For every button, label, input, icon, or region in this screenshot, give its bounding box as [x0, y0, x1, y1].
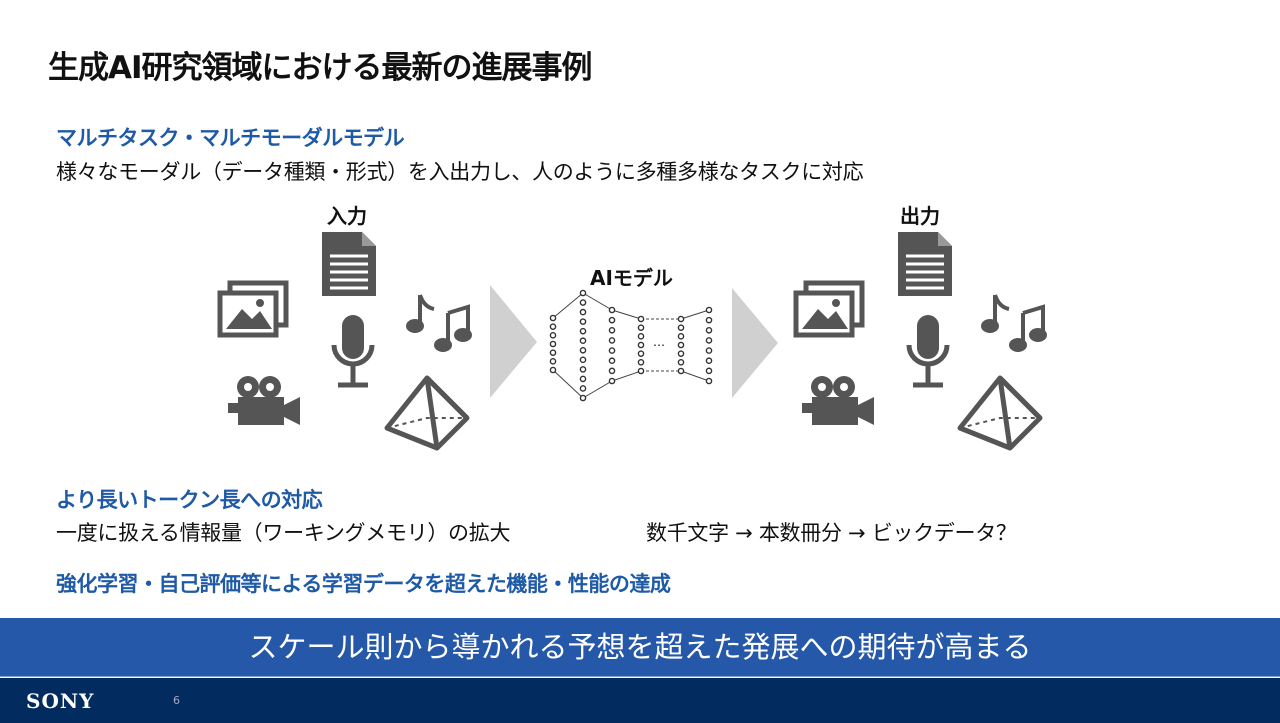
- video-camera-icon-output: [802, 376, 874, 425]
- network-node: [637, 341, 645, 349]
- network-node: [637, 359, 645, 366]
- neural-network-icon: [549, 289, 713, 402]
- network-node: [579, 337, 587, 345]
- ellipsis: …: [653, 335, 665, 349]
- arrow-right-icon: [490, 285, 537, 398]
- network-node: [705, 377, 713, 385]
- network-node: [579, 289, 587, 297]
- network-node: [608, 347, 616, 354]
- input-label: 入力: [327, 204, 367, 228]
- conclusion-banner: スケール則から導かれる予想を超えた発展への期待が高まる: [0, 618, 1280, 677]
- music-icon-input: [406, 293, 472, 352]
- network-edge: [680, 370, 710, 382]
- microphone-icon-output: [909, 315, 947, 385]
- network-node: [549, 314, 557, 322]
- network-node: [637, 315, 645, 323]
- network-node: [549, 349, 557, 356]
- network-node: [677, 315, 685, 323]
- network-node: [608, 367, 616, 375]
- network-node: [549, 358, 557, 365]
- network-node: [705, 367, 713, 375]
- network-node: [677, 350, 685, 357]
- network-node: [677, 359, 685, 366]
- network-node: [608, 306, 616, 314]
- video-camera-icon-input: [228, 376, 300, 425]
- network-node: [677, 341, 685, 349]
- network-node: [579, 327, 587, 335]
- image-icon-input: [220, 283, 286, 335]
- sony-logo: SONY: [26, 689, 95, 713]
- network-node: [579, 375, 587, 383]
- network-node: [608, 357, 616, 365]
- network-node: [608, 377, 616, 385]
- network-node: [579, 385, 587, 392]
- image-icon-output: [796, 283, 862, 335]
- network-node: [579, 299, 587, 306]
- network-edge: [611, 370, 642, 382]
- network-node: [705, 326, 713, 334]
- network-node: [549, 366, 557, 374]
- network-node: [608, 337, 616, 344]
- network-node: [637, 350, 645, 357]
- network-node: [608, 326, 616, 334]
- network-node: [677, 367, 685, 375]
- token-progression: 数千文字 → 本数冊分 → ビックデータ？: [646, 521, 1017, 545]
- network-node: [637, 333, 645, 340]
- network-node: [637, 367, 645, 375]
- network-node: [705, 347, 713, 354]
- 3d-shape-icon-input: [387, 378, 467, 448]
- network-node: [637, 324, 645, 331]
- section-heading-multimodal: マルチタスク・マルチモーダルモデル: [56, 126, 405, 150]
- network-node: [705, 306, 713, 314]
- network-node: [549, 332, 557, 339]
- network-node: [677, 324, 685, 331]
- network-node: [549, 323, 557, 330]
- network-node: [579, 356, 587, 364]
- network-node: [705, 316, 713, 324]
- network-edge: [582, 292, 613, 311]
- network-node: [579, 346, 587, 354]
- network-edge: [680, 309, 710, 320]
- 3d-shape-icon-output: [960, 378, 1040, 448]
- network-edge: [552, 369, 584, 399]
- footer-bar: [0, 678, 1280, 723]
- network-edge: [611, 309, 642, 320]
- network-node: [705, 337, 713, 344]
- section-text-token-length: 一度に扱える情報量（ワーキングメモリ）の拡大: [56, 521, 511, 545]
- network-node: [705, 357, 713, 365]
- network-edge: [552, 292, 584, 319]
- network-edge: [582, 380, 613, 399]
- network-node: [608, 316, 616, 324]
- network-node: [579, 318, 587, 325]
- network-node: [579, 394, 587, 402]
- model-label: AIモデル: [590, 266, 673, 290]
- document-icon-input: [320, 230, 378, 298]
- network-node: [549, 340, 557, 348]
- document-icon-output: [896, 230, 954, 298]
- music-icon-output: [981, 293, 1047, 352]
- slide-title: 生成AI研究領域における最新の進展事例: [48, 50, 593, 86]
- microphone-icon-input: [334, 315, 372, 385]
- page-number: 6: [173, 694, 180, 707]
- network-node: [677, 333, 685, 340]
- network-node: [579, 366, 587, 373]
- network-node: [579, 308, 587, 316]
- section-text-multimodal: 様々なモーダル（データ種類・形式）を入出力し、人のように多種多様なタスクに対応: [56, 160, 864, 184]
- output-label: 出力: [900, 204, 940, 228]
- section-heading-token-length: より長いトークン長への対応: [56, 488, 323, 512]
- section-heading-reinforcement: 強化学習・自己評価等による学習データを超えた機能・性能の達成: [56, 572, 671, 596]
- arrow-right-icon: [732, 288, 778, 398]
- diagram: [0, 230, 1047, 470]
